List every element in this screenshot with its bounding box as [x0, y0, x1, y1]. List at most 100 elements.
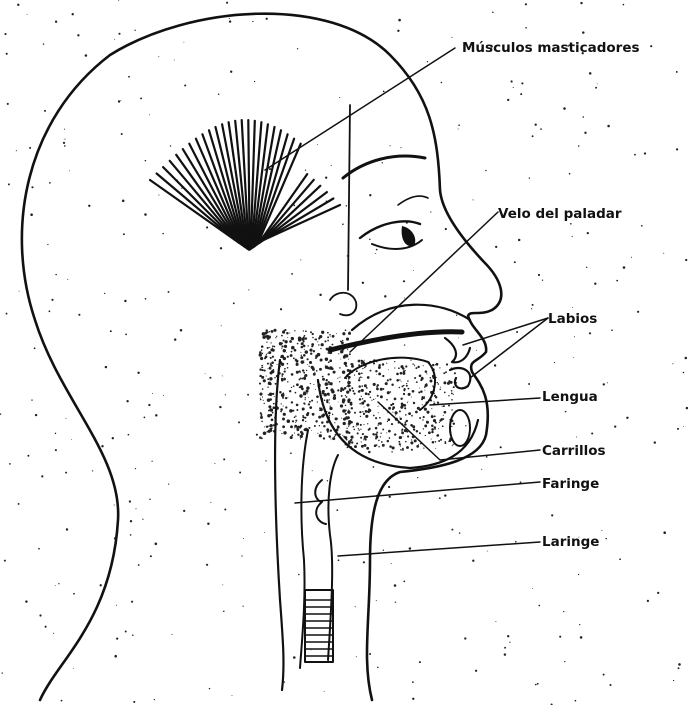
speckle-dot	[392, 412, 393, 413]
speckle-dot	[303, 330, 304, 331]
speckle-dot	[326, 428, 329, 431]
speckle-dot	[422, 404, 423, 405]
speckle-dot	[565, 411, 567, 413]
speckle-dot	[305, 397, 306, 398]
speckle-dot	[325, 358, 328, 361]
speckle-dot	[342, 370, 345, 373]
speckle-dot	[362, 433, 364, 435]
speckle-dot	[438, 440, 440, 442]
speckle-dot	[676, 148, 678, 150]
speckle-dot	[223, 458, 225, 460]
speckle-dot	[426, 373, 427, 374]
speckle-dot	[313, 350, 315, 352]
eyelid-fold	[398, 196, 428, 205]
speckle-dot	[361, 402, 364, 405]
speckle-dot	[365, 410, 368, 413]
speckle-dot	[342, 340, 343, 341]
speckle-dot	[318, 344, 319, 345]
speckle-dot	[424, 390, 425, 391]
muscle-fiber	[263, 199, 334, 241]
speckle-dot	[290, 425, 293, 428]
speckle-dot	[280, 356, 282, 358]
speckle-dot	[302, 369, 304, 371]
speckle-dot	[55, 274, 56, 275]
speckle-dot	[260, 414, 262, 416]
speckle-dot	[155, 543, 158, 546]
speckle-dot	[305, 350, 308, 353]
speckle-dot	[358, 428, 359, 429]
speckle-dot	[267, 378, 269, 380]
speckle-dot	[422, 419, 423, 420]
speckle-dot	[330, 388, 333, 391]
speckle-dot	[279, 391, 282, 394]
speckle-dot	[458, 124, 460, 126]
speckle-dot	[331, 165, 332, 166]
speckle-dot	[294, 428, 295, 429]
speckle-dot	[415, 411, 418, 414]
speckle-dot	[366, 387, 368, 389]
speckle-dot	[486, 456, 488, 458]
speckle-dot	[344, 362, 347, 365]
speckle-dot	[344, 387, 347, 390]
speckle-dot	[271, 361, 274, 364]
speckle-dot	[378, 446, 379, 447]
speckle-dot	[317, 341, 318, 342]
speckle-dot	[116, 605, 117, 606]
speckle-dot	[406, 420, 408, 422]
speckle-dot	[342, 223, 344, 225]
speckle-dot	[402, 367, 405, 370]
speckle-dot	[403, 436, 404, 437]
speckle-dot	[131, 601, 133, 603]
speckle-dot	[39, 614, 41, 616]
speckle-dot	[339, 367, 341, 369]
speckle-dot	[346, 386, 347, 387]
speckle-dot	[369, 428, 371, 430]
speckle-dot	[303, 394, 304, 395]
speckle-dot	[31, 399, 32, 400]
speckle-dot	[318, 416, 321, 419]
speckle-dot	[495, 246, 497, 248]
speckle-dot	[329, 407, 332, 410]
speckle-dot	[580, 2, 582, 4]
speckle-dot	[149, 114, 150, 115]
speckle-dot	[279, 342, 282, 345]
speckle-dot	[414, 364, 415, 365]
speckle-dot	[339, 97, 340, 98]
speckle-dot	[403, 388, 405, 390]
speckle-dot	[163, 395, 164, 396]
speckle-dot	[2, 672, 3, 673]
speckle-dot	[329, 415, 330, 416]
speckle-dot	[452, 445, 453, 446]
speckle-dot	[354, 412, 356, 414]
speckle-dot	[310, 352, 312, 354]
speckle-dot	[286, 352, 287, 353]
speckle-dot	[376, 431, 378, 433]
speckle-dot	[214, 463, 215, 464]
speckle-dot	[327, 340, 329, 342]
label-lengua: Lengua	[542, 389, 598, 405]
speckle-dot	[307, 393, 308, 394]
speckle-dot	[404, 422, 406, 424]
speckle-dot	[405, 370, 406, 371]
speckle-dot	[137, 372, 139, 374]
speckle-dot	[291, 387, 292, 388]
speckle-dot	[120, 100, 121, 101]
speckle-dot	[428, 431, 431, 434]
speckle-dot	[418, 444, 419, 445]
speckle-dot	[329, 399, 330, 400]
speckle-dot	[287, 337, 288, 338]
speckle-dot	[332, 344, 334, 346]
speckle-dot	[375, 427, 378, 430]
speckle-dot	[305, 399, 306, 400]
speckle-dot	[399, 410, 401, 412]
speckle-dot	[281, 403, 282, 404]
speckle-dot	[332, 437, 335, 440]
speckle-dot	[303, 340, 305, 342]
speckle-dot	[292, 420, 294, 422]
speckle-dot	[412, 390, 415, 393]
speckle-dot	[283, 405, 284, 406]
speckle-dot	[118, 100, 120, 102]
speckle-dot	[641, 225, 643, 227]
speckle-dot	[456, 315, 457, 316]
speckle-dot	[386, 363, 387, 364]
